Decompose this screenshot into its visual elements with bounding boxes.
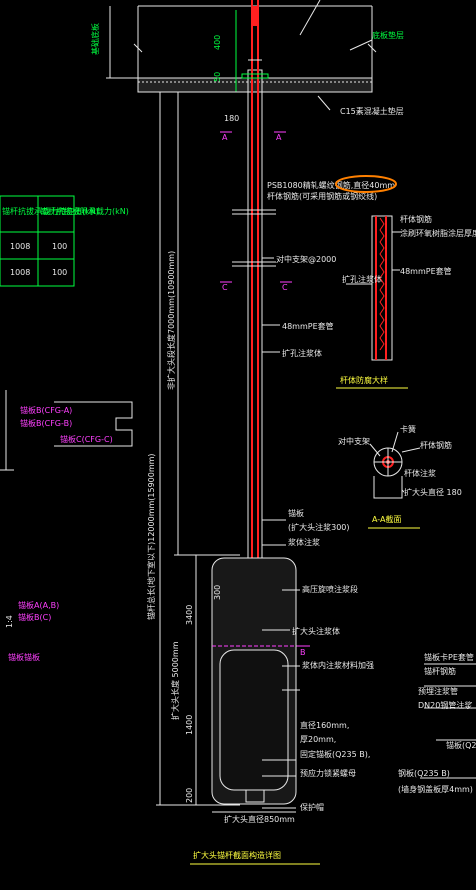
anti-label-d: 扩孔注浆体 [342, 274, 382, 284]
marker-c1: C [222, 283, 228, 292]
protection-cap-label: 保护帽 [300, 802, 324, 812]
vert-free-label: 非扩大头段长度7000mm(10900mm) [166, 251, 176, 390]
sec-clip-label: 卡簧 [400, 424, 416, 434]
left-label-f: 锚板锚板 [8, 652, 40, 662]
left-label-e: 锚板B(C) [18, 612, 51, 622]
vert-total-label: 锚杆总长(地下室以下)12000mm(15900mm) [146, 453, 156, 620]
expansion-dia: 扩大头直径850mm [224, 814, 295, 824]
left-top-dim [106, 6, 138, 79]
anchor-plate-label: 锚板 [288, 508, 304, 518]
right-label-d: DN20钢管注浆 [418, 700, 472, 710]
marker-c2: C [282, 283, 288, 292]
table-r1c1: 1008 [10, 242, 30, 251]
main-title: 扩大头锚杆截面构造详图 [193, 850, 281, 860]
left-label-b: 锚板B(CFG-B) [20, 418, 72, 428]
vert-expand-label: 扩大头长度 5000mm [170, 641, 180, 720]
section-title: A-A截面 [372, 514, 401, 524]
dim-50: 50 [213, 72, 222, 82]
table-r2c1: 1008 [10, 268, 30, 277]
dim-300: 300 [213, 585, 222, 600]
thickness-b: 厚20mm, [300, 735, 336, 744]
head-leaders [262, 519, 300, 809]
table-r2c2: 100 [52, 268, 67, 277]
highlight-circle [335, 175, 397, 193]
section-leaders [369, 431, 421, 493]
c15-label: C15素混凝土垫层 [340, 106, 404, 116]
right-fragment [420, 663, 476, 779]
marker-a1: A [222, 133, 228, 142]
right-label-e: 锚板(Q235 B) [446, 740, 476, 750]
right-label-b: 锚杆钢筋 [424, 666, 456, 676]
dim-1400: 1400 [185, 715, 194, 735]
marker-a2: A [276, 133, 282, 142]
sec-sleeve-label: 杆体注浆 [404, 468, 436, 478]
table-header-1: 锚杆抗拔承载力特征值(kN) [2, 206, 99, 216]
anchor-plate-q235: 固定锚板(Q235 B), [300, 749, 370, 759]
left-fragment [0, 390, 133, 471]
center-bracket-label: 对中支架@2000 [276, 254, 336, 264]
table-header-2: 锚杆抗拔极限承载力(kN) [40, 206, 129, 216]
right-label-g: (墙身钢盖板厚4mm) [398, 784, 473, 794]
center-brackets [232, 209, 276, 267]
sec-center-label: 对中支架 [338, 436, 370, 446]
anticorrosion-detail [371, 215, 393, 361]
slab-note: 底板垫层 [372, 30, 404, 40]
high-pressure-label: 高压旋喷注浆段 [302, 584, 358, 594]
section-aa [373, 447, 403, 499]
anti-label-b: 涂刷环氧树脂涂层厚度≥280μm [400, 228, 476, 238]
dim-180: 180 [224, 114, 239, 123]
detail-title: 杆体防腐大样 [340, 375, 388, 385]
cement-slurry-label: 浆体内注浆材料加强 [302, 660, 374, 670]
anti-leaders [346, 231, 402, 285]
expansion-body-label: 扩大头注浆体 [292, 626, 340, 636]
section-dia: 扩大头直径 180 [404, 487, 462, 497]
anti-label-c: 48mmPE套管 [400, 266, 452, 276]
left-label-a: 锚板B(CFG-A) [20, 405, 72, 415]
prestress-nut-label: 预应力锁紧螺母 [300, 768, 356, 778]
sec-steel-label: 杆体钢筋 [420, 440, 452, 450]
left-label-d: 锚板A(A,B) [18, 600, 59, 610]
left-top-label: 基础底板 [90, 23, 100, 55]
grout-label: 扩孔注浆体 [282, 348, 322, 358]
right-label-c: 预埋注浆管 [418, 686, 458, 696]
steel-label: PSB1080精轧螺纹钢筋,直径40mm [267, 180, 395, 190]
rod-leaders [262, 257, 280, 353]
dim-200: 200 [185, 788, 194, 803]
table-r1c2: 100 [52, 242, 67, 251]
grout-body-label: 浆体注浆 [288, 537, 320, 547]
left-label-c: 锚板C(CFG-C) [60, 434, 113, 444]
left-table [0, 195, 75, 287]
thickness-a: 直径160mm, [300, 720, 349, 730]
expansion-head [211, 557, 297, 805]
pe-sleeve-label: 48mmPE套管 [282, 321, 334, 331]
expand-plus-label: (扩大头注浆300) [288, 522, 350, 532]
dim-400: 400 [213, 35, 222, 50]
right-label-a: 锚板卡PE套管 [424, 652, 474, 662]
dim-3400: 3400 [185, 605, 194, 625]
anti-label-a: 杆体钢筋 [400, 214, 432, 224]
steel-sub-label: 杆体钢筋(可采用钢筋或钢绞线) [267, 191, 377, 201]
marker-b2: B [300, 648, 306, 657]
left-label-g: 1:4 [5, 615, 14, 628]
right-label-f: 钢板(Q235 B) [398, 768, 450, 778]
